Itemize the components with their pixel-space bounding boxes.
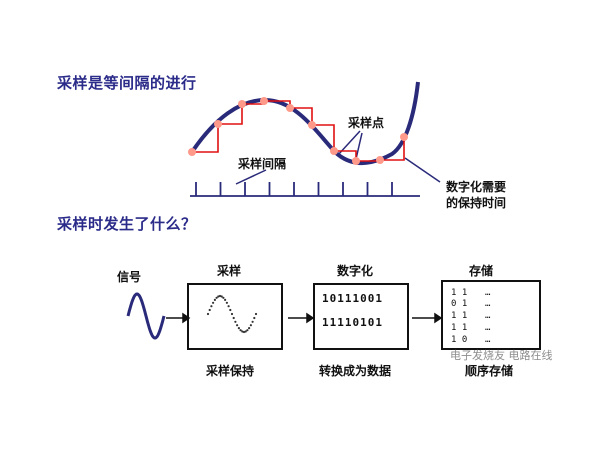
bottom-title: 采样时发生了什么？ (57, 215, 197, 233)
stage-storage-title: 存储 (469, 264, 494, 278)
digitize-row-1: 10111001 (322, 292, 383, 305)
stage-digitize-title: 数字化 (337, 264, 374, 278)
sample-point-marker (352, 157, 360, 165)
storage-row-1-dots: … (485, 288, 491, 298)
signal-label: 信号 (117, 270, 142, 284)
stage-sampling-title: 采样 (217, 264, 242, 278)
digitize-box (313, 283, 409, 350)
storage-row-4-dots: … (485, 323, 491, 333)
sample-point-marker (400, 133, 408, 141)
storage-row-2-bits: 0 1 (451, 299, 468, 309)
analog-curve (190, 81, 420, 166)
sample-point-marker (238, 100, 246, 108)
sample-point-marker (330, 147, 338, 155)
stage-sampling-caption: 采样保持 (206, 364, 255, 378)
arrow-sampling-interval (235, 169, 267, 185)
top-title: 采样是等间隔的进行 (57, 74, 197, 92)
sample-point-marker (286, 104, 294, 112)
digitize-hold-label-line1: 数字化需要 (446, 180, 507, 194)
stage-storage-caption: 顺序存储 (465, 364, 514, 378)
sampling-point-label: 采样点 (348, 116, 385, 130)
storage-row-3-bits: 1 1 (451, 311, 468, 321)
digitize-row-2: 11110101 (322, 316, 383, 329)
sample-point-marker (260, 97, 268, 105)
storage-row-5-dots: … (485, 335, 491, 345)
digitize-hold-label-line2: 的保持时间 (446, 196, 507, 210)
stage-digitize-caption: 转换成为数据 (319, 364, 392, 378)
arrow-sampling-point-2 (355, 132, 363, 160)
sampling-diagram (188, 81, 441, 197)
storage-row-2-dots: … (485, 299, 491, 309)
sample-point-marker (308, 121, 316, 129)
signal-wave (126, 292, 166, 340)
storage-row-5-bits: 1 0 (451, 335, 468, 345)
sample-hold-staircase (192, 100, 405, 162)
sampling-box (187, 283, 283, 350)
storage-row-4-bits: 1 1 (451, 323, 468, 333)
storage-row-3-dots: … (485, 311, 491, 321)
sample-point-marker (188, 148, 196, 156)
sample-point-marker (214, 120, 222, 128)
storage-row-1-bits: 1 1 (451, 288, 468, 298)
sample-point-marker (376, 156, 384, 164)
arrow-hold-time (404, 157, 441, 183)
sampling-interval-label: 采样间隔 (238, 157, 287, 171)
watermark-text: 电子发烧友 电路在线 (450, 349, 553, 362)
